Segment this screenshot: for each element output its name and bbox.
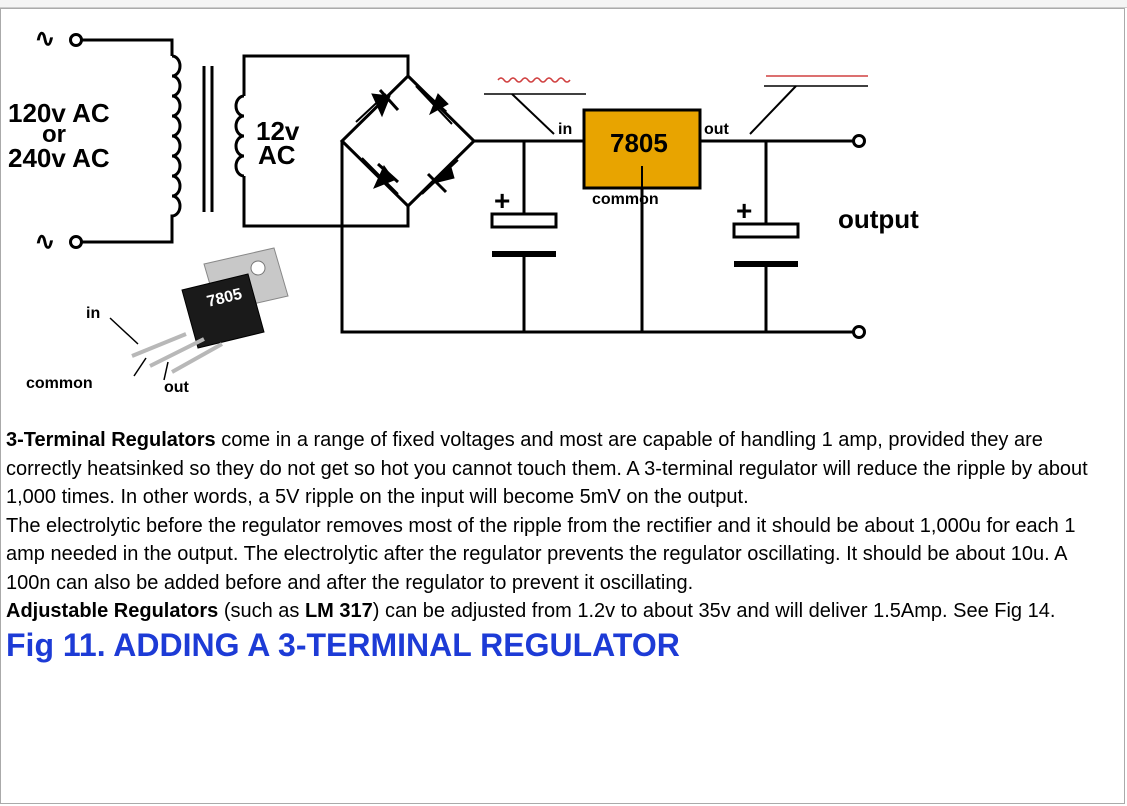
primary-wire-bottom xyxy=(82,228,174,244)
secondary-wire-top xyxy=(242,54,410,96)
package-common-pointer xyxy=(133,357,147,377)
output-line-pointer xyxy=(749,85,797,135)
lm317-part: LM 317 xyxy=(304,600,373,622)
package-in-label: in xyxy=(86,305,100,322)
package-in-pointer xyxy=(109,317,139,345)
figure-caption: Fig 11. ADDING A 3-TERMINAL REGULATOR xyxy=(6,626,680,663)
diode-bottom-left xyxy=(361,157,400,195)
package-out-pointer xyxy=(163,361,169,381)
input-ripple-pointer xyxy=(511,93,555,135)
package-lead-common xyxy=(149,337,205,368)
secondary-wire-bottom xyxy=(242,176,410,228)
fixed-regulators-body: come in a range of fixed voltages and mo… xyxy=(6,429,1088,508)
package-lead-out xyxy=(171,342,223,374)
power-supply-schematic: ∿ ∿ 120v AC or 240v AC 12v AC 7805 in ou… xyxy=(8,23,919,394)
paragraph-fixed-regulators: 3-Terminal Regulators come in a range of… xyxy=(6,426,1116,512)
regulator-common-label: common xyxy=(592,191,659,208)
output-label: output xyxy=(838,204,919,234)
ac-input-top-terminal xyxy=(69,33,83,47)
input-capacitor-plate-top xyxy=(490,212,558,229)
primary-wire-top xyxy=(82,38,174,56)
ac-symbol-top: ∿ xyxy=(34,23,56,53)
adjustable-regulators-heading: Adjustable Regulators xyxy=(6,600,219,622)
adjustable-regulators-mid: (such as xyxy=(218,600,305,622)
secondary-voltage-line1: 12v xyxy=(256,116,300,146)
input-voltage-line3: 240v AC xyxy=(8,143,110,173)
secondary-voltage-line2: AC xyxy=(258,140,296,170)
regulator-out-label: out xyxy=(704,121,730,138)
input-voltage-line1: 120v AC xyxy=(8,98,110,128)
input-voltage-line2: or xyxy=(42,121,66,148)
primary-winding xyxy=(170,54,182,228)
adjustable-regulators-body: ) can be adjusted from 1.2v to about 35v… xyxy=(372,600,1056,622)
fixed-regulators-heading: 3-Terminal Regulators xyxy=(6,429,216,451)
regulator-part-label: 7805 xyxy=(610,128,668,158)
package-tab-hole xyxy=(250,260,266,276)
output-cap-plus: + xyxy=(736,195,752,226)
package-body xyxy=(181,273,265,349)
regulator-in-label: in xyxy=(558,121,572,138)
secondary-winding xyxy=(234,94,245,178)
output-capacitor-plate-top xyxy=(732,222,800,239)
to220-package: 7805 in common out xyxy=(26,247,289,394)
paragraph-electrolytics: The electrolytic before the regulator re… xyxy=(6,514,1076,594)
ac-input-bottom-terminal xyxy=(69,235,83,249)
paragraph-adjustable-regulators: Adjustable Regulators (such as LM 317) c… xyxy=(6,597,1116,626)
package-lead-in xyxy=(131,332,187,358)
diode-top-right xyxy=(415,85,453,125)
input-ripple-wave xyxy=(497,77,571,83)
package-out-label: out xyxy=(164,379,190,394)
input-cap-plus: + xyxy=(494,185,510,216)
bridge-rectifier xyxy=(339,73,477,209)
diode-bottom-right xyxy=(421,159,459,195)
package-common-label: common xyxy=(26,375,93,392)
description-text: 3-Terminal Regulators come in a range of… xyxy=(6,426,1116,664)
output-terminal-top xyxy=(852,134,866,148)
bridge-negative-wire xyxy=(340,141,854,334)
output-terminal-bottom xyxy=(852,325,866,339)
ac-symbol-bottom: ∿ xyxy=(34,226,56,256)
diode-top-left xyxy=(355,88,400,123)
top-rule xyxy=(0,0,1127,8)
